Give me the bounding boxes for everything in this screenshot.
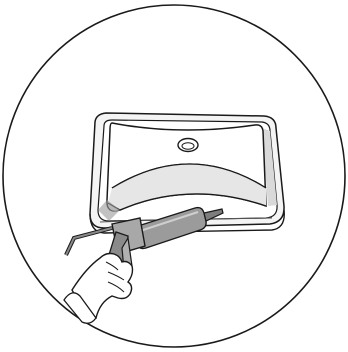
- drain-hole-icon: [178, 139, 198, 152]
